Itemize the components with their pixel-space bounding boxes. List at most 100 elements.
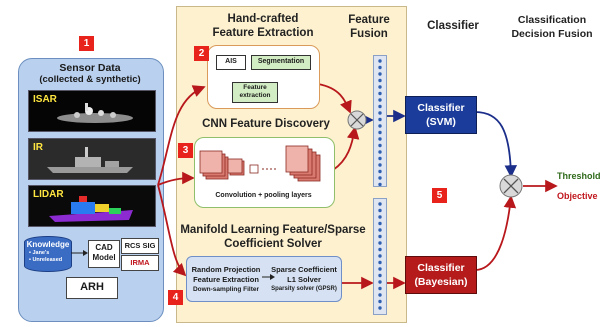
feature-vector-dot	[378, 156, 382, 161]
feature-vector-dot	[378, 85, 382, 89]
knowledge-title: Knowledge	[26, 240, 70, 249]
header-feature-fusion: Feature Fusion	[348, 14, 390, 40]
irma-label: IRMA	[130, 258, 150, 267]
feature-vector-dot	[378, 202, 382, 206]
feature-vector-dot	[378, 254, 382, 258]
feature-vector-dot	[378, 124, 382, 128]
feature-vector-dot	[378, 286, 382, 291]
feature-vector-dot	[378, 208, 382, 213]
feature-vector-dot	[378, 117, 382, 122]
feature-extraction-box: Feature extraction	[232, 82, 278, 103]
arh-label: ARH	[80, 281, 104, 293]
ir-image: IR	[28, 138, 156, 180]
knowledge-item-unreleased: • Unreleased	[29, 257, 63, 263]
isar-label: ISAR	[33, 94, 57, 105]
sensor-data-subtitle: (collected & synthetic)	[39, 74, 141, 85]
manifold-l1-solver: L1 Solver	[287, 275, 321, 284]
ais-box: AIS	[216, 55, 246, 70]
badge-3: 3	[178, 143, 193, 158]
classifier-bayesian-box: Classifier (Bayesian)	[405, 256, 477, 294]
rcs-sig-box: RCS SIG	[121, 238, 159, 254]
objective-label: Objective	[557, 191, 598, 201]
feature-vector-dot	[378, 293, 382, 297]
header-handcrafted: Hand-crafted Feature Extraction	[212, 13, 314, 39]
feature-vector-dot	[378, 65, 382, 70]
feature-vector-dot	[378, 104, 382, 109]
header-classifier: Classifier	[427, 20, 479, 32]
feature-fusion-junction	[347, 110, 367, 130]
feature-vector-dot	[378, 273, 382, 278]
arrow-svm-to-decision	[474, 111, 518, 178]
badge-5: 5	[432, 188, 447, 203]
feature-vector-dot	[378, 137, 382, 141]
ir-label: IR	[33, 142, 43, 153]
header-decision-fusion: Classification Decision Fusion	[511, 14, 593, 40]
badge-2: 2	[194, 46, 209, 61]
feature-vector-dot	[378, 215, 382, 219]
arh-box: ARH	[66, 277, 118, 299]
feature-vector-lower	[373, 198, 387, 315]
feature-vector-dot	[378, 150, 382, 154]
feature-vector-dot	[378, 234, 382, 239]
knowledge-cylinder: Knowledge • Jane's • Unreleased	[24, 236, 72, 272]
header-cnn: CNN Feature Discovery	[202, 118, 330, 130]
feature-vector-dot	[378, 169, 382, 174]
badge-4: 4	[168, 290, 183, 305]
header-manifold: Manifold Learning Feature/Sparse Coeffic…	[180, 224, 366, 250]
ais-label: AIS	[225, 58, 237, 65]
segmentation-box: Segmentation	[251, 55, 311, 70]
feature-vector-dot	[378, 306, 382, 310]
arrow-sensor-to-cnn	[157, 171, 195, 186]
manifold-sparse-coefficient: Sparse Coefficient	[271, 265, 337, 274]
feature-vector-dot	[378, 182, 382, 186]
feature-vector-dot	[378, 130, 382, 135]
classifier-svm-label: Classifier (SVM)	[417, 102, 465, 128]
arrow-handcrafted-to-fusion	[317, 83, 352, 114]
feature-vector-dot	[378, 228, 382, 232]
feature-extraction-label: Feature extraction	[239, 84, 271, 99]
cad-model-label: CAD Model	[92, 243, 116, 262]
arrow-bayesian-to-decision	[474, 195, 517, 271]
decision-fusion-junction	[499, 174, 523, 198]
classifier-svm-box: Classifier (SVM)	[405, 96, 477, 134]
arrow-sensor-to-handcrafted	[157, 85, 206, 186]
feature-vector-dot	[378, 163, 382, 167]
feature-vector-dot	[378, 98, 382, 102]
feature-vector-dot	[378, 241, 382, 245]
lidar-image: LIDAR	[28, 185, 156, 227]
feature-vector-dot	[378, 260, 382, 265]
cad-model-box: CAD Model	[88, 240, 120, 268]
manifold-sparsity-solver: Sparsity solver (GPSR)	[271, 286, 337, 292]
feature-vector-dot	[378, 247, 382, 252]
isar-image: ISAR	[28, 90, 156, 132]
feature-vector-dot	[378, 78, 382, 83]
manifold-box	[186, 256, 342, 302]
feature-vector-dot	[378, 267, 382, 271]
feature-vector-dot	[378, 221, 382, 226]
arrow-sensor-to-manifold	[157, 184, 187, 277]
badge-1: 1	[79, 36, 94, 51]
segmentation-label: Segmentation	[257, 58, 305, 65]
manifold-random-projection: Random Projection	[191, 265, 261, 274]
feature-vector-dot	[378, 91, 382, 96]
cnn-caption: Convolution + pooling layers	[215, 192, 312, 199]
classifier-bayesian-label: Classifier (Bayesian)	[414, 262, 468, 288]
feature-vector-dot	[378, 280, 382, 284]
knowledge-item-janes: • Jane's	[29, 250, 50, 256]
arrow-knowledge-to-cad	[71, 250, 88, 256]
sensor-data-title: Sensor Data	[59, 62, 121, 74]
arrow-manifold-inner	[262, 274, 275, 280]
lidar-label: LIDAR	[33, 189, 64, 200]
feature-vector-dot	[378, 299, 382, 304]
feature-vector-dot	[378, 72, 382, 76]
feature-vector-dot	[378, 143, 382, 148]
rcs-sig-label: RCS SIG	[124, 241, 156, 250]
cnn-layers-illustration	[199, 145, 321, 182]
feature-vector-upper	[373, 55, 387, 187]
threshold-label: Threshold	[557, 171, 601, 181]
manifold-downsampling: Down-sampling Filter	[192, 286, 260, 293]
feature-vector-dot	[378, 176, 382, 180]
feature-vector-dot	[378, 111, 382, 115]
feature-vector-dot	[378, 59, 382, 63]
